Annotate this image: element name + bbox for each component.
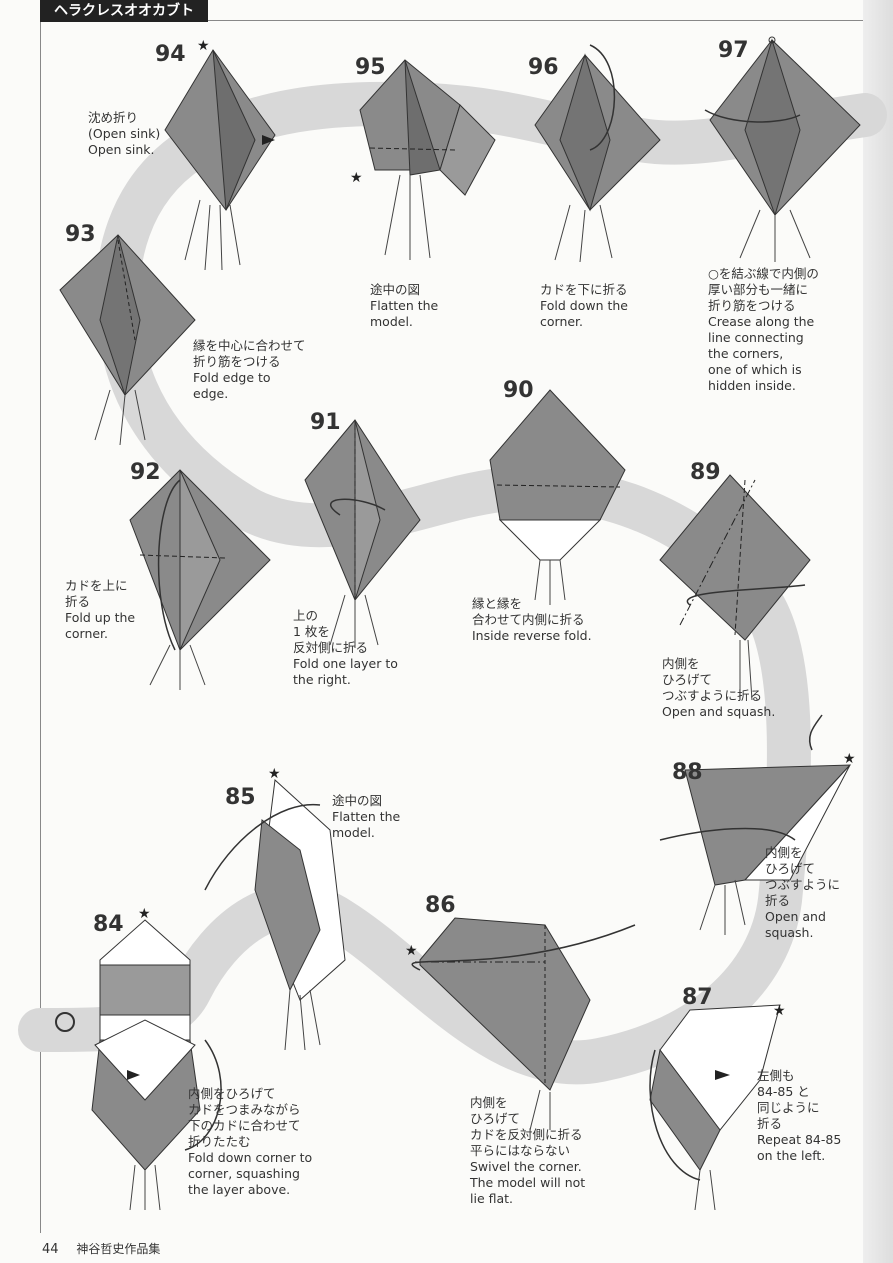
step-number-96: 96: [528, 55, 559, 80]
step-93-model: [59, 234, 196, 446]
step-89-caption: 内側を ひろげて つぶすように折る Open and squash.: [662, 656, 776, 719]
step-86-model: [411, 917, 636, 1131]
step-89-model: [659, 474, 811, 701]
step-number-95: 95: [355, 55, 386, 80]
step-90-caption: 縁と縁を 合わせて内側に折る Inside reverse fold.: [472, 596, 592, 643]
svg-text:★: ★: [773, 1003, 786, 1019]
turn-over-arrow-icon: [808, 714, 823, 751]
svg-text:★: ★: [843, 751, 856, 767]
step-84-caption: 内側をひろげて カドをつまみながら 下のカドに合わせて 折りたたむ Fold d…: [188, 1086, 313, 1197]
reference-star-icons: ★ ★ ★ ★ ★ ★ ★: [138, 38, 856, 1019]
step-number-94: 94: [155, 42, 186, 67]
step-90-model: [489, 389, 626, 605]
step-88-model: [659, 764, 852, 935]
step-number-85: 85: [225, 785, 256, 810]
svg-text:★: ★: [405, 943, 418, 959]
step-97-model: [704, 36, 861, 262]
step-number-91: 91: [310, 410, 341, 435]
step-85-caption: 途中の図 Flatten the model.: [332, 793, 401, 840]
svg-text:★: ★: [268, 766, 281, 782]
step-94-model: [164, 49, 276, 271]
step-94-caption: 沈め折り (Open sink) Open sink.: [88, 110, 161, 157]
step-number-89: 89: [690, 460, 721, 485]
step-number-84: 84: [93, 912, 124, 937]
svg-text:★: ★: [350, 170, 363, 186]
page-number: 44: [42, 1242, 59, 1257]
step-85-model: [204, 778, 346, 1051]
page-edge-shadow: [863, 0, 893, 1263]
svg-text:★: ★: [197, 38, 210, 54]
page-footer: 44 神谷哲史作品集: [42, 1240, 160, 1257]
step-92-model: [129, 469, 271, 690]
page-header-title: ヘラクレスオオカブト: [40, 0, 208, 22]
step-number-86: 86: [425, 893, 456, 918]
step-91-caption: 上の 1 枚を 反対側に折る Fold one layer to the rig…: [293, 608, 398, 687]
step-88-caption: 内側を ひろげて つぶすように 折る Open and squash.: [765, 845, 841, 940]
step-number-97: 97: [718, 38, 749, 63]
step-86-caption: 内側を ひろげて カドを反対側に折る 平らにはならない Swivel the c…: [470, 1095, 586, 1206]
step-96-caption: カドを下に折る Fold down the corner.: [540, 282, 628, 329]
svg-text:★: ★: [138, 906, 151, 922]
step-number-88: 88: [672, 760, 703, 785]
step-87-model: [649, 1004, 781, 1211]
step-87-caption: 左側も 84-85 と 同じように 折る Repeat 84-85 on the…: [757, 1068, 842, 1163]
step-95-model: [359, 59, 496, 260]
step-95-caption: 途中の図 Flatten the model.: [370, 282, 439, 329]
step-84-model: [91, 919, 222, 1211]
step-number-87: 87: [682, 985, 713, 1010]
step-92-caption: カドを上に 折る Fold up the corner.: [65, 578, 136, 641]
step-96-model: [534, 44, 661, 263]
step-93-caption: 縁を中心に合わせて 折り筋をつける Fold edge to edge.: [193, 338, 306, 401]
book-title: 神谷哲史作品集: [76, 1242, 161, 1256]
step-number-93: 93: [65, 222, 96, 247]
step-97-caption: ○を結ぶ線で内側の 厚い部分も一緒に 折り筋をつける Crease along …: [708, 266, 819, 393]
step-number-90: 90: [503, 378, 534, 403]
step-91-model: [304, 419, 421, 648]
rotate-icon: [55, 1012, 75, 1032]
step-number-92: 92: [130, 460, 161, 485]
